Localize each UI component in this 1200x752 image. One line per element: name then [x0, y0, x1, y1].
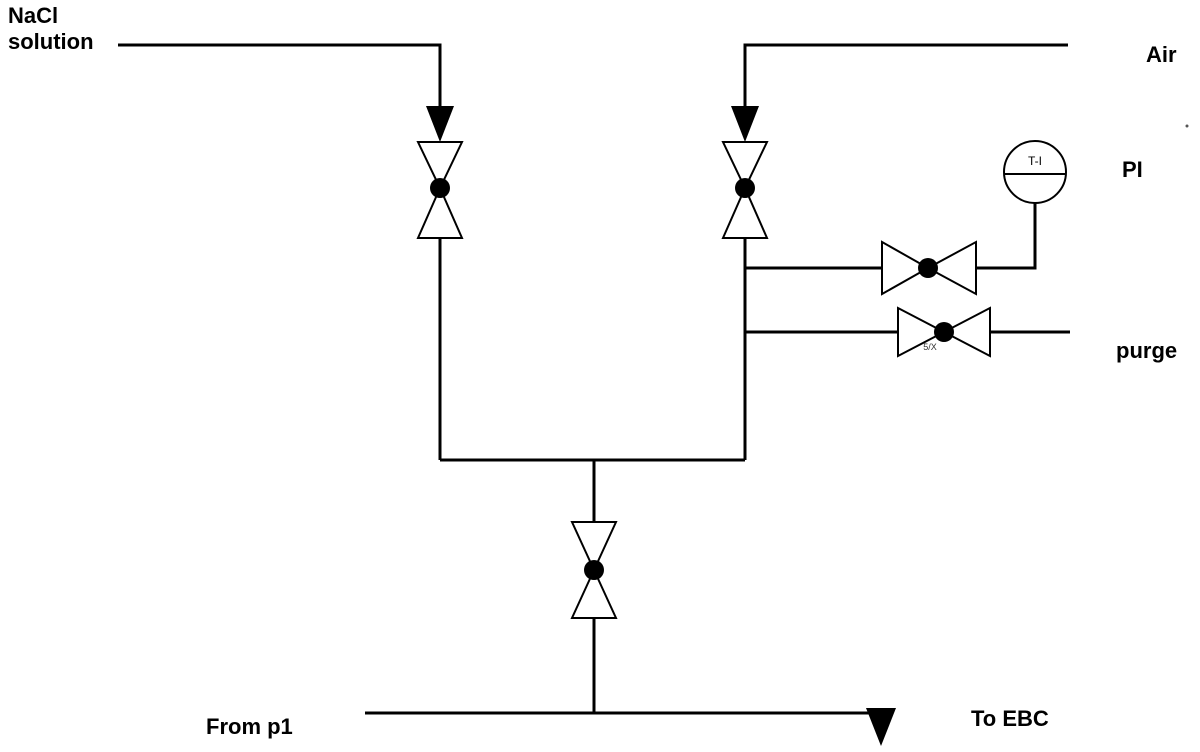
nacl-solution-label: NaCl solution — [8, 3, 94, 55]
purge-label: purge — [1116, 338, 1178, 363]
purge-valve-mark: 5/X — [923, 342, 937, 352]
nacl-flow-arrow — [426, 106, 454, 142]
nacl-label-line1: NaCl — [8, 3, 59, 28]
ebc-flow-arrow — [866, 708, 896, 746]
pressure-indicator-gauge: T-I — [1003, 140, 1067, 204]
pi-riser-pipe — [976, 203, 1037, 270]
central-valve[interactable] — [570, 521, 618, 619]
gauge-tag: T-I — [1028, 154, 1042, 168]
nacl-valve[interactable] — [416, 141, 464, 239]
stray-mark — [1185, 124, 1189, 128]
air-label: Air — [1146, 42, 1177, 67]
purge-valve[interactable]: 5/X — [897, 306, 991, 358]
air-inlet-pipe — [743, 43, 1068, 110]
air-flow-arrow — [731, 106, 759, 142]
nacl-inlet-pipe — [118, 43, 442, 110]
from-p1-label: From p1 — [206, 714, 293, 739]
nacl-label-line2: solution — [8, 29, 94, 54]
to-ebc-label: To EBC — [971, 706, 1049, 731]
pi-valve[interactable] — [881, 240, 977, 296]
pi-label: PI — [1122, 157, 1143, 182]
air-valve[interactable] — [721, 141, 769, 239]
